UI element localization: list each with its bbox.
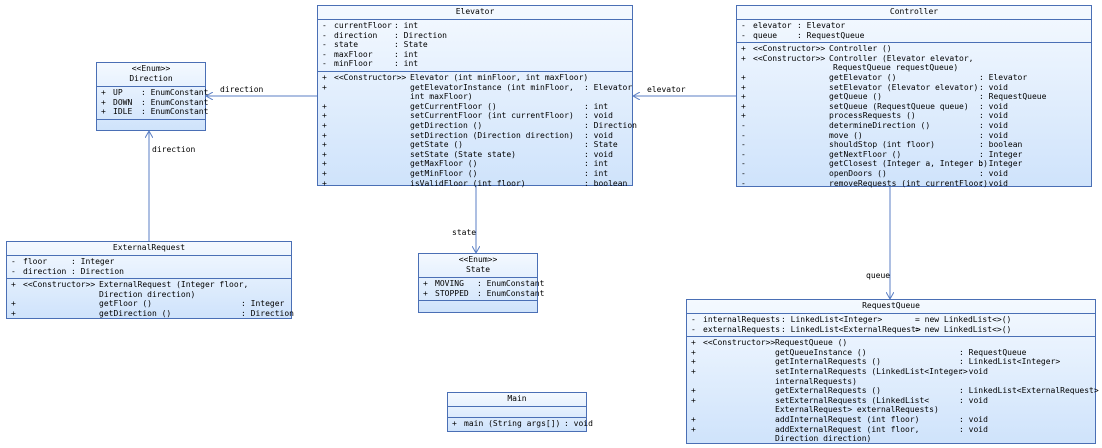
- label-elevator-direction: direction: [220, 85, 264, 94]
- method-row: -move (): void: [741, 130, 1008, 140]
- method-row: +setElevator (Elevator elevator): void: [741, 82, 1008, 92]
- method-row: +main (String args[]): void: [452, 419, 593, 428]
- class-controller[interactable]: Controller -elevator: Elevator -queue: R…: [736, 5, 1092, 190]
- class-direction-fields: +UP: EnumConstant +DOWN: EnumConstant +I…: [97, 87, 209, 120]
- method-row: +setQueue (RequestQueue queue): void: [741, 101, 1008, 111]
- field-row: -internalRequests: LinkedList<Integer>= …: [691, 315, 1012, 324]
- method-row: +getCurrentFloor (): int: [322, 101, 609, 111]
- label-elevator-state: state: [452, 228, 477, 237]
- label-external-direction: direction: [152, 145, 196, 154]
- method-row: +<<Constructor>>Elevator (int minFloor, …: [322, 72, 589, 82]
- field-row: -floor: Integer: [11, 257, 115, 266]
- field-row: -state: State: [322, 40, 428, 50]
- method-row: +getMinFloor (): int: [322, 168, 609, 178]
- method-row: -shouldStop (int floor): boolean: [741, 140, 1023, 150]
- field-row: -elevator: Elevator: [741, 21, 846, 30]
- method-row: +addExternalRequest (int floor,: void: [691, 424, 988, 434]
- enum-stereotype: <<Enum>>: [458, 255, 498, 264]
- method-row: +getQueueInstance (): RequestQueue: [691, 347, 1027, 357]
- class-state-title: <<Enum>> State: [419, 254, 537, 278]
- method-row: Direction direction): [775, 434, 872, 444]
- method-row: +getExternalRequests (): LinkedList<Exte…: [691, 386, 1099, 396]
- label-controller-elevator: elevator: [647, 85, 686, 94]
- method-row: ExternalRequest> externalRequests): [775, 405, 939, 415]
- class-main-fields: [448, 407, 586, 418]
- field-row: -direction: Direction: [11, 266, 124, 276]
- method-row: -openDoors (): void: [741, 168, 1008, 178]
- class-elevator-methods: +<<Constructor>>Elevator (int minFloor, …: [318, 72, 637, 190]
- class-external-request-fields: -floor: Integer -direction: Direction: [7, 256, 291, 280]
- label-controller-queue: queue: [866, 271, 891, 280]
- class-direction-name: Direction: [129, 74, 173, 83]
- field-row: -currentFloor: int: [322, 21, 419, 30]
- class-direction-methods: [97, 120, 205, 130]
- class-elevator-name: Elevator: [318, 6, 632, 20]
- class-elevator[interactable]: Elevator -currentFloor: int -direction: …: [317, 5, 637, 188]
- field-row: -direction: Direction: [322, 30, 447, 40]
- method-row: +setCurrentFloor (int currentFloor): voi…: [322, 111, 613, 121]
- method-row: internalRequests): [775, 376, 857, 386]
- field-row: +UP: EnumConstant: [101, 88, 209, 97]
- class-state-fields: +MOVING: EnumConstant +STOPPED: EnumCons…: [419, 278, 545, 302]
- field-row: +IDLE: EnumConstant: [101, 107, 209, 117]
- method-row: +<<Constructor>>RequestQueue (): [691, 338, 848, 348]
- method-row: -getClosest (Integer a, Integer b): Inte…: [741, 159, 1023, 169]
- method-row: -getNextFloor (): Integer: [741, 149, 1023, 159]
- enum-stereotype: <<Enum>>: [131, 64, 171, 73]
- method-row: RequestQueue requestQueue): [833, 63, 959, 73]
- class-main-methods: +main (String args[]): void: [448, 418, 593, 431]
- class-direction-title: <<Enum>> Direction: [97, 63, 205, 87]
- class-request-queue-name: RequestQueue: [687, 300, 1095, 314]
- method-row: +<<Constructor>>Controller (Elevator ele…: [741, 53, 974, 63]
- class-state-methods: [419, 301, 537, 311]
- method-row: +<<Constructor>>ExternalRequest (Integer…: [11, 280, 249, 290]
- method-row: +getDirection (): Direction: [11, 308, 294, 318]
- method-row: +getQueue (): RequestQueue: [741, 92, 1047, 102]
- method-row: +getFloor (): Integer: [11, 299, 285, 309]
- method-row: +addInternalRequest (int floor): void: [691, 414, 988, 424]
- field-row: -queue: RequestQueue: [741, 30, 865, 40]
- field-row: -externalRequests: LinkedList<ExternalRe…: [691, 324, 1012, 334]
- method-row: +getState (): State: [322, 140, 618, 150]
- method-row: +getMaxFloor (): int: [322, 159, 609, 169]
- method-row: Direction direction): [99, 289, 196, 299]
- method-row: -removeRequests (int currentFloor): void: [741, 178, 1008, 188]
- field-row: -minFloor: int: [322, 59, 419, 69]
- field-row: +MOVING: EnumConstant: [423, 279, 545, 288]
- method-row: int maxFloor): [410, 92, 473, 102]
- class-main-name: Main: [448, 393, 586, 407]
- field-row: +DOWN: EnumConstant: [101, 97, 209, 107]
- class-controller-fields: -elevator: Elevator -queue: RequestQueue: [737, 20, 1091, 44]
- class-direction-enum[interactable]: <<Enum>> Direction +UP: EnumConstant +DO…: [96, 62, 209, 131]
- class-request-queue-fields: -internalRequests: LinkedList<Integer>= …: [687, 314, 1095, 338]
- class-elevator-fields: -currentFloor: int -direction: Direction…: [318, 20, 632, 72]
- method-row: +getDirection (): Direction: [322, 120, 637, 130]
- method-row: +isValidFloor (int floor): boolean: [322, 178, 628, 188]
- method-row: +setState (State state): void: [322, 149, 613, 159]
- class-external-request-methods: +<<Constructor>>ExternalRequest (Integer…: [7, 279, 294, 320]
- class-controller-methods: +<<Constructor>>Controller () +<<Constru…: [737, 43, 1091, 190]
- class-external-request-name: ExternalRequest: [7, 242, 291, 256]
- field-row: +STOPPED: EnumConstant: [423, 288, 545, 298]
- class-main[interactable]: Main +main (String args[]): void: [447, 392, 593, 432]
- class-request-queue-methods: +<<Constructor>>RequestQueue () +getQueu…: [687, 337, 1099, 446]
- method-row: +setDirection (Direction direction): voi…: [322, 130, 613, 140]
- method-row: -determineDirection (): void: [741, 120, 1008, 130]
- method-row: +setInternalRequests (LinkedList<Integer…: [691, 366, 988, 376]
- field-row: -maxFloor: int: [322, 49, 419, 59]
- class-external-request[interactable]: ExternalRequest -floor: Integer -directi…: [6, 241, 294, 320]
- class-request-queue[interactable]: RequestQueue -internalRequests: LinkedLi…: [686, 299, 1099, 446]
- class-controller-name: Controller: [737, 6, 1091, 20]
- method-row: +getInternalRequests (): LinkedList<Inte…: [691, 357, 1061, 367]
- method-row: +<<Constructor>>Controller (): [741, 44, 892, 54]
- method-row: +getElevatorInstance (int minFloor,: Ele…: [322, 82, 633, 92]
- class-state-enum[interactable]: <<Enum>> State +MOVING: EnumConstant +ST…: [418, 253, 545, 313]
- method-row: +setExternalRequests (LinkedList<: void: [691, 395, 988, 405]
- method-row: +getElevator (): Elevator: [741, 72, 1028, 82]
- class-state-name: State: [465, 265, 491, 274]
- method-row: +processRequests (): void: [741, 111, 1008, 121]
